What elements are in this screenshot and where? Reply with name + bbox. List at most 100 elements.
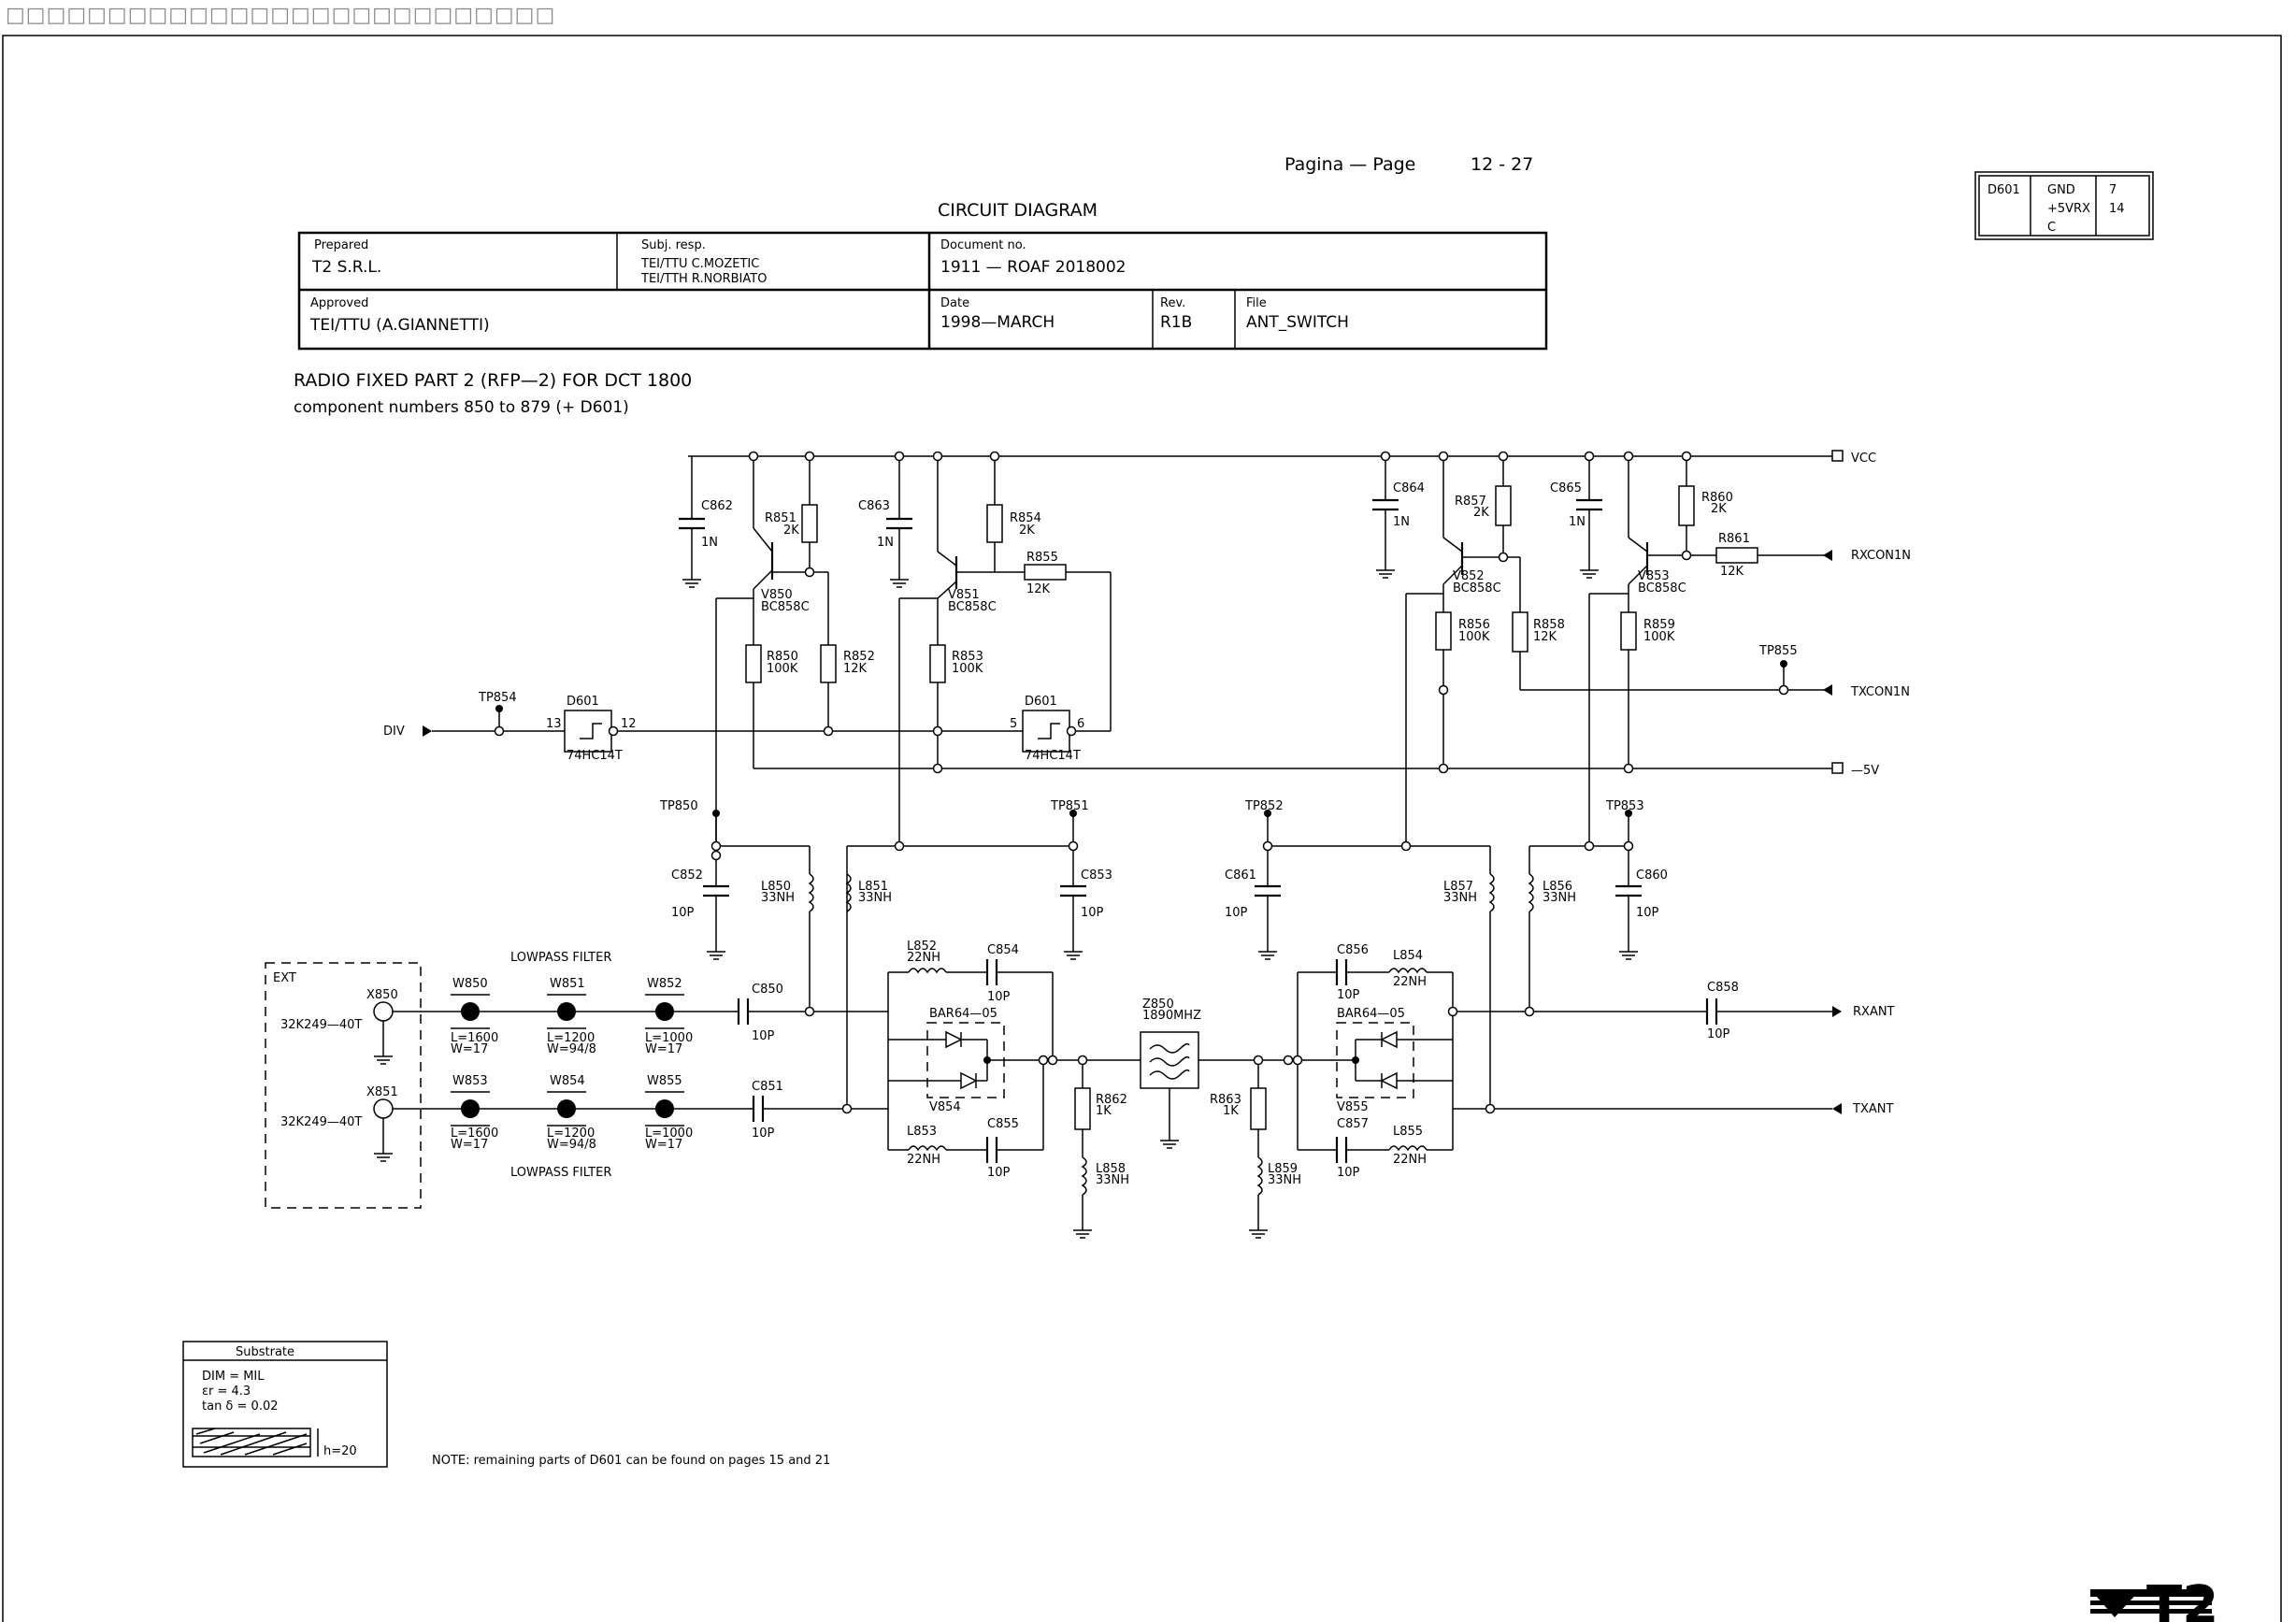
svg-text:R858: R858 [1533,618,1565,632]
svg-text:L858: L858 [1096,1162,1126,1176]
svg-text:V853: V853 [1638,569,1670,583]
svg-text:W=17: W=17 [451,1042,488,1056]
page-label: Pagina — Page [1284,154,1415,175]
top-placeholder-glyphs: □□□□□□□□□□□□□□□□□□□□□□□□□□□ [6,4,556,27]
svg-text:V851: V851 [948,588,980,602]
svg-text:RXANT: RXANT [1853,1005,1895,1019]
svg-text:L855: L855 [1393,1125,1423,1139]
svg-text:BC858C: BC858C [948,600,997,614]
svg-text:6: 6 [1077,717,1084,731]
svg-text:TP854: TP854 [478,691,517,705]
svg-text:1890MHZ: 1890MHZ [1142,1009,1201,1023]
svg-text:D601: D601 [1987,183,2020,197]
svg-text:12: 12 [621,717,637,731]
svg-text:7: 7 [2109,183,2117,197]
svg-text:GND: GND [2047,183,2075,197]
svg-text:TP851: TP851 [1050,799,1089,813]
svg-text:33NH: 33NH [1096,1173,1129,1187]
svg-text:1N: 1N [877,536,894,550]
svg-text:L852: L852 [907,940,937,954]
svg-text:33NH: 33NH [1543,891,1576,905]
svg-text:D601: D601 [1025,695,1057,709]
svg-text:5: 5 [1010,717,1017,731]
prepared-label: Prepared [314,238,368,252]
svg-text:C852: C852 [671,868,703,883]
svg-text:V852: V852 [1453,569,1485,583]
t2-logo: T2 [2090,1575,2218,1622]
svg-text:R859: R859 [1643,618,1675,632]
svg-text:22NH: 22NH [1393,1153,1427,1167]
subj-value-2: TEI/TTH R.NORBIATO [640,272,767,286]
svg-text:tan δ = 0.02: tan δ = 0.02 [202,1400,279,1414]
svg-text:L859: L859 [1268,1162,1298,1176]
svg-text:W=17: W=17 [645,1138,682,1152]
svg-text:10P: 10P [1081,906,1104,920]
vcc-label: VCC [1851,452,1876,466]
svg-text:W=94/8: W=94/8 [547,1138,596,1152]
svg-text:12K: 12K [1720,565,1744,579]
svg-text:L851: L851 [858,880,888,894]
svg-text:2K: 2K [783,524,799,538]
svg-text:L=1600: L=1600 [451,1031,498,1045]
svg-text:14: 14 [2109,202,2125,216]
svg-text:10P: 10P [752,1029,775,1043]
svg-text:L=1600: L=1600 [451,1127,498,1141]
svg-text:LOWPASS FILTER: LOWPASS FILTER [510,951,611,965]
svg-text:R857: R857 [1455,495,1486,509]
svg-text:W855: W855 [647,1074,682,1088]
svg-text:R862: R862 [1096,1093,1127,1107]
svg-text:1K: 1K [1096,1104,1112,1118]
svg-text:EXT: EXT [273,971,296,985]
document-label: Document no. [940,238,1026,252]
date-label: Date [940,296,969,310]
svg-text:L=1000: L=1000 [645,1031,693,1045]
svg-text:C864: C864 [1393,481,1425,495]
svg-text:C: C [2047,221,2056,235]
sheet-border [2,35,2282,1622]
svg-text:T2: T2 [2146,1575,2218,1622]
svg-text:W853: W853 [452,1074,488,1088]
svg-text:BAR64—05: BAR64—05 [929,1007,997,1021]
svg-text:10P: 10P [1337,988,1360,1002]
svg-text:TXCON1N: TXCON1N [1850,685,1910,699]
svg-text:BC858C: BC858C [1453,581,1501,596]
svg-text:10P: 10P [1636,906,1659,920]
svg-text:33NH: 33NH [761,891,795,905]
svg-text:X851: X851 [366,1085,398,1099]
svg-text:DIV: DIV [383,725,405,739]
svg-text:32K249—40T: 32K249—40T [280,1115,362,1129]
svg-text:W852: W852 [647,977,682,991]
svg-text:L850: L850 [761,880,791,894]
svg-text:W=17: W=17 [451,1138,488,1152]
svg-text:12K: 12K [1533,630,1557,644]
svg-text:W=17: W=17 [645,1042,682,1056]
svg-text:V854: V854 [929,1100,961,1114]
svg-text:1N: 1N [1393,515,1410,529]
svg-text:C860: C860 [1636,868,1668,883]
svg-text:V855: V855 [1337,1100,1369,1114]
svg-text:D601: D601 [567,695,599,709]
svg-text:R854: R854 [1010,511,1041,525]
svg-text:L856: L856 [1543,880,1572,894]
svg-text:L=1000: L=1000 [645,1127,693,1141]
C862-val: 1N [701,536,718,550]
svg-text:TXANT: TXANT [1852,1102,1893,1116]
svg-text:R852: R852 [843,650,875,664]
date-value: 1998—MARCH [940,313,1055,332]
svg-text:h=20: h=20 [323,1444,357,1458]
svg-text:DIM = MIL: DIM = MIL [202,1370,265,1384]
svg-text:C850: C850 [752,983,783,997]
svg-text:TP850: TP850 [659,799,698,813]
svg-text:C856: C856 [1337,943,1369,957]
bias-network: TP850 C852 10P L850 33NH L851 33NH TP851… [659,799,1668,1109]
svg-text:RXCON1N: RXCON1N [1851,549,1911,563]
prepared-value: T2 S.R.L. [311,258,381,277]
svg-text:1N: 1N [1569,515,1586,529]
svg-text:10P: 10P [1225,906,1248,920]
svg-text:C858: C858 [1707,981,1739,995]
rev-label: Rev. [1160,296,1185,310]
svg-text:100K: 100K [1643,630,1675,644]
svg-text:10P: 10P [987,990,1011,1004]
svg-text:Z850: Z850 [1142,998,1174,1012]
svg-text:R853: R853 [952,650,983,664]
